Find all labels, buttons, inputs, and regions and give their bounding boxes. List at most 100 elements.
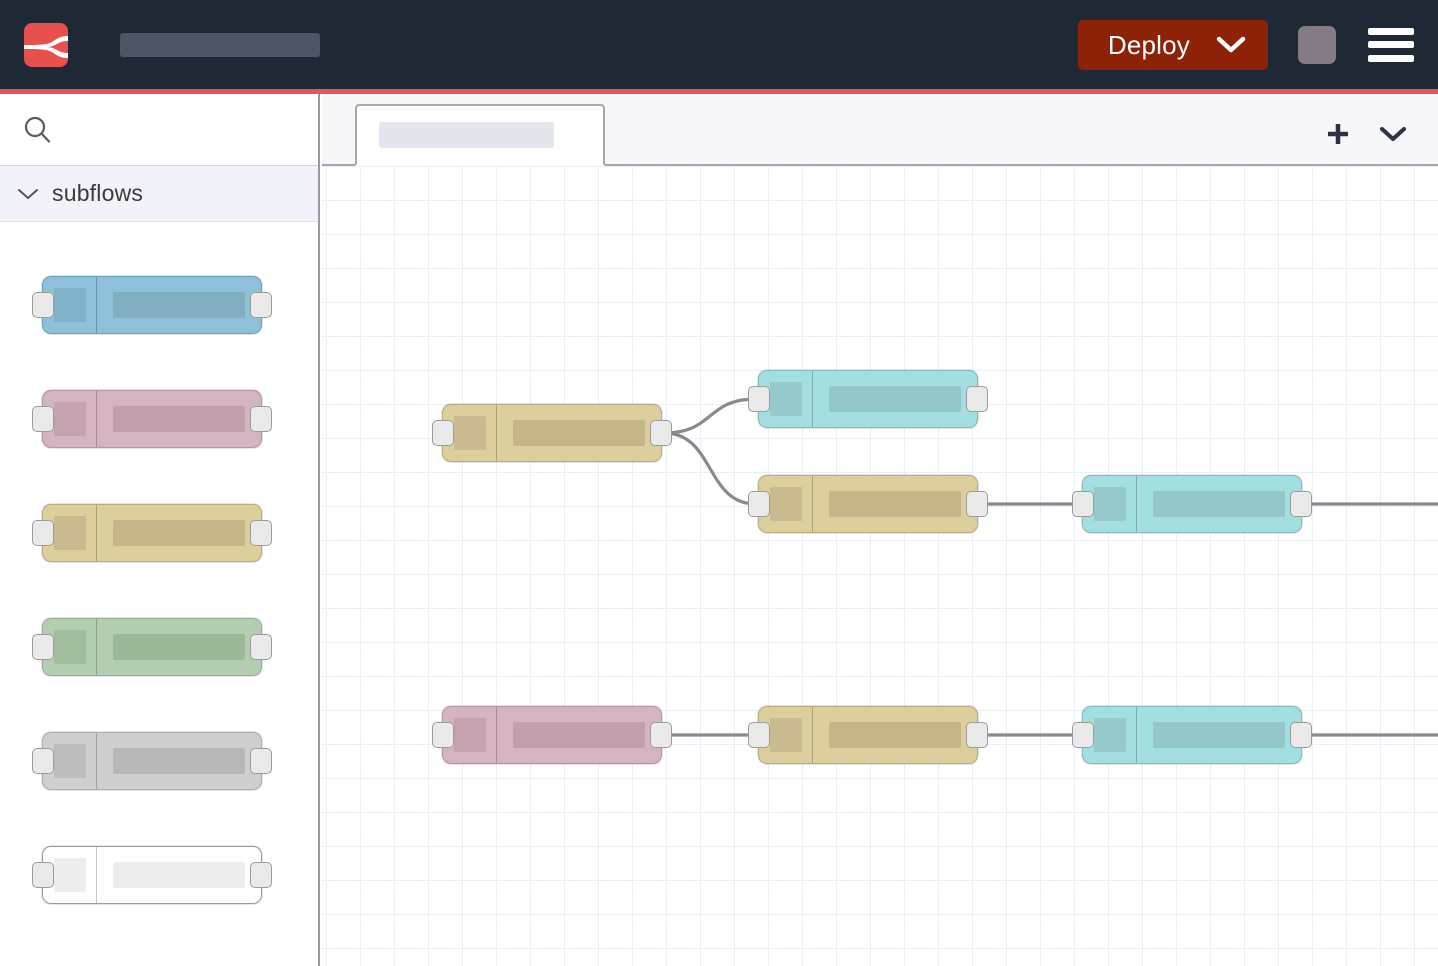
flow-node-debug-b[interactable] <box>1072 475 1312 533</box>
palette-search-bar[interactable] <box>0 94 318 166</box>
deploy-button[interactable]: Deploy <box>1077 19 1268 70</box>
node-icon-cell <box>43 847 97 903</box>
hamburger-menu-icon[interactable] <box>1368 27 1414 62</box>
search-icon[interactable] <box>22 114 54 146</box>
node-input-port[interactable] <box>432 722 454 748</box>
node-icon-cell <box>43 391 97 447</box>
flow-node-inject-a[interactable] <box>432 706 672 764</box>
node-label-cell <box>97 847 261 903</box>
hamburger-bar <box>1368 54 1414 62</box>
node-icon-cell <box>443 405 497 461</box>
node-output-port[interactable] <box>966 722 988 748</box>
palette-node-row[interactable] <box>0 248 318 362</box>
plus-icon[interactable] <box>1324 120 1352 148</box>
node-icon-cell <box>43 505 97 561</box>
node-input-port[interactable] <box>32 406 54 432</box>
flow-node-function-a[interactable] <box>432 404 672 462</box>
node-label <box>513 420 645 446</box>
node-label-cell <box>813 476 977 532</box>
node-input-port[interactable] <box>748 386 770 412</box>
node-input-port[interactable] <box>32 520 54 546</box>
node-type-icon <box>769 487 802 521</box>
node-icon-cell <box>759 707 813 763</box>
node-input-port[interactable] <box>32 748 54 774</box>
node-label <box>829 722 961 748</box>
node-icon-cell <box>443 707 497 763</box>
chevron-down-icon <box>1216 36 1246 52</box>
node-label-cell <box>497 405 661 461</box>
palette-node-1[interactable] <box>32 276 272 334</box>
node-type-icon <box>1093 487 1126 521</box>
palette-node-6[interactable] <box>32 846 272 904</box>
flow-canvas[interactable] <box>322 166 1438 966</box>
flow-node-function-b[interactable] <box>748 475 988 533</box>
node-input-port[interactable] <box>1072 491 1094 517</box>
node-label <box>1153 491 1285 517</box>
node-icon-cell <box>43 277 97 333</box>
node-output-port[interactable] <box>966 386 988 412</box>
chevron-down-icon[interactable] <box>1378 124 1408 144</box>
node-icon-cell <box>759 371 813 427</box>
flow-node-debug-c[interactable] <box>1072 706 1312 764</box>
app-header: Deploy <box>0 0 1438 89</box>
palette-node-row[interactable] <box>0 362 318 476</box>
palette-node-5[interactable] <box>32 732 272 790</box>
node-input-port[interactable] <box>432 420 454 446</box>
wire-n1-n3[interactable] <box>662 431 758 506</box>
node-output-port[interactable] <box>1290 722 1312 748</box>
palette-node-row[interactable] <box>0 818 318 932</box>
palette-node-4[interactable] <box>32 618 272 676</box>
palette-node-2[interactable] <box>32 390 272 448</box>
node-output-port[interactable] <box>650 420 672 446</box>
node-input-port[interactable] <box>32 292 54 318</box>
node-type-icon <box>53 402 86 436</box>
flow-tab-bar <box>322 94 1438 166</box>
palette-category-subflows[interactable]: subflows <box>0 166 318 222</box>
node-type-icon <box>769 718 802 752</box>
node-icon-cell <box>1083 707 1137 763</box>
tab-bar-actions <box>1324 120 1438 164</box>
node-output-port[interactable] <box>1290 491 1312 517</box>
node-output-port[interactable] <box>250 292 272 318</box>
flow-node-debug-a[interactable] <box>748 370 988 428</box>
node-label-cell <box>1137 707 1301 763</box>
node-input-port[interactable] <box>748 722 770 748</box>
node-input-port[interactable] <box>1072 722 1094 748</box>
node-output-port[interactable] <box>966 491 988 517</box>
node-label <box>513 722 645 748</box>
user-avatar[interactable] <box>1298 25 1336 64</box>
node-output-port[interactable] <box>250 634 272 660</box>
palette-node-row[interactable] <box>0 704 318 818</box>
node-output-port[interactable] <box>250 520 272 546</box>
header-actions: Deploy <box>1077 19 1438 70</box>
node-output-port[interactable] <box>250 862 272 888</box>
flow-title-field[interactable] <box>120 32 320 57</box>
wire-n1-n2[interactable] <box>662 397 758 435</box>
node-output-port[interactable] <box>650 722 672 748</box>
flow-node-function-c[interactable] <box>748 706 988 764</box>
node-label <box>113 292 245 318</box>
deploy-button-label: Deploy <box>1107 29 1190 60</box>
node-label <box>829 491 961 517</box>
node-input-port[interactable] <box>32 862 54 888</box>
node-red-logo-icon[interactable] <box>24 22 68 67</box>
node-label <box>1153 722 1285 748</box>
workspace <box>322 94 1438 966</box>
node-input-port[interactable] <box>32 634 54 660</box>
palette-node-row[interactable] <box>0 590 318 704</box>
palette-node-list <box>0 222 318 932</box>
palette-node-row[interactable] <box>0 476 318 590</box>
hamburger-bar <box>1368 41 1414 48</box>
flow-tab-1[interactable] <box>355 104 605 166</box>
node-output-port[interactable] <box>250 748 272 774</box>
node-label-cell <box>813 707 977 763</box>
flow-wires <box>662 397 1438 737</box>
palette-node-3[interactable] <box>32 504 272 562</box>
node-icon-cell <box>1083 476 1137 532</box>
node-input-port[interactable] <box>748 491 770 517</box>
node-label-cell <box>497 707 661 763</box>
node-label-cell <box>1137 476 1301 532</box>
node-label <box>113 862 245 888</box>
node-output-port[interactable] <box>250 406 272 432</box>
